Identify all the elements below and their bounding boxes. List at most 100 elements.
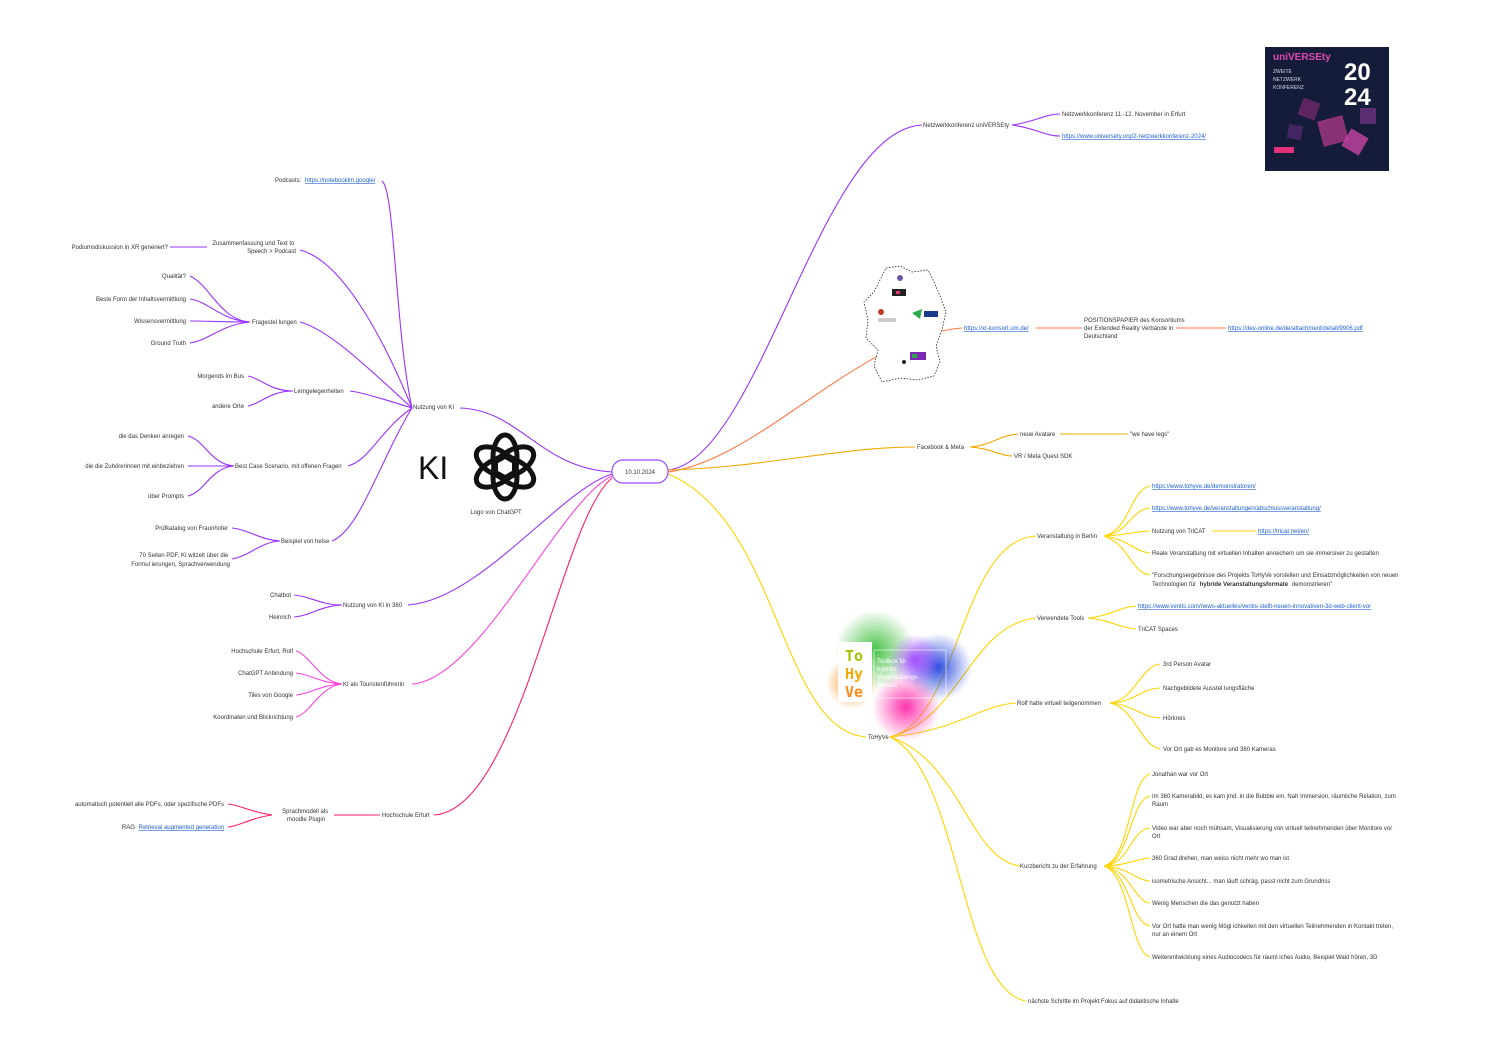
- center-node[interactable]: 10.10.2024: [611, 459, 669, 484]
- node-hochschule[interactable]: Hochschule Erfurt: [382, 813, 430, 819]
- rag-link[interactable]: Retrieval augmented generation: [139, 825, 224, 831]
- tourist-item[interactable]: ChatGPT Anbindung: [238, 671, 293, 677]
- germany-map-icon: [863, 265, 947, 383]
- tools-link[interactable]: https://www.ventis.com/news-aktuelles/ve…: [1138, 604, 1371, 610]
- logo-letter: Ve: [845, 683, 863, 701]
- best-case-item[interactable]: die die Zuhörerinnen mit einbeziehen: [85, 464, 184, 470]
- node-rolf[interactable]: Rolf hatte virtuell teilgenommen: [1017, 701, 1101, 707]
- node-tools[interactable]: Verwendete Tools: [1037, 616, 1084, 622]
- kurz-item[interactable]: Jonathan war vor Ort: [1152, 772, 1208, 778]
- tourist-item[interactable]: Hochschule Erfurt, Rolf: [231, 649, 293, 655]
- position-line2: der Extended Reality Verbände in: [1084, 326, 1173, 332]
- kurz-item[interactable]: Weiterentwicklung eines Audiocodecs für …: [1152, 955, 1378, 961]
- facebook-avatare[interactable]: neue Avatare: [1020, 432, 1056, 438]
- node-zusammenfassung[interactable]: Zusammenfassung und Text to Speech > Pod…: [212, 241, 296, 255]
- node-netzwerk[interactable]: Netzwerkkonferenz uniVERSEty: [923, 123, 1009, 129]
- quote-line2-prefix: Technologien für: [1152, 582, 1196, 588]
- kurz-item[interactable]: Vor Ort hatte man wenig Mögl ichkeiten m…: [1152, 924, 1395, 938]
- fragestellungen-item[interactable]: Ground Truth: [151, 341, 186, 347]
- rag-prefix: RAG: [122, 825, 135, 831]
- logo-letter: Hy: [845, 665, 863, 683]
- berlin-link[interactable]: https://www.tohyve.de/veranstaltungen/ab…: [1152, 506, 1321, 512]
- logo-caption: Logo von ChatGPT: [470, 510, 522, 516]
- lerngelegenheiten-item[interactable]: andere Orte: [212, 404, 245, 410]
- node-sprachmodell[interactable]: Sprachmodell als moodle Plugin: [282, 809, 330, 823]
- rolf-item[interactable]: Hörkreis: [1163, 716, 1185, 722]
- lerngelegenheiten-item[interactable]: Morgends im Bus: [197, 374, 244, 380]
- node-positionspapier[interactable]: POSITIONSPAPIER des Konsortiums der Exte…: [1084, 318, 1186, 340]
- connector-lines: [170, 113, 1256, 1002]
- node-beispiel-heise[interactable]: Beispiel von heise: [281, 539, 330, 545]
- tourist-item[interactable]: Tiles von Google: [248, 693, 293, 699]
- logo-text: formate: [877, 683, 898, 689]
- kurz-item2-line2: Raum: [1152, 802, 1168, 808]
- rolf-item[interactable]: Nachgebildete Ausstel lungsfläche: [1163, 686, 1255, 692]
- node-kurzbericht[interactable]: Kurzbericht zu der Erfahrung: [1020, 864, 1097, 870]
- podcasts-link[interactable]: https://notebooklm.google/: [305, 178, 376, 184]
- position-line3: Deutschland: [1084, 334, 1117, 340]
- ki-title: KI: [418, 450, 448, 486]
- kurz-item[interactable]: Video war aber noch mühsam, Visualisieru…: [1152, 826, 1394, 840]
- node-tohyve[interactable]: ToHyVe: [868, 735, 889, 741]
- fragestellungen-item[interactable]: Qualität?: [162, 274, 187, 280]
- tohyve-logo: To Hy Ve Toolbox für hybride Veranstaltu…: [826, 610, 972, 741]
- node-fragestellungen[interactable]: Fragestel lungen: [252, 320, 297, 326]
- berlin-reale[interactable]: Reale Veranstaltung mit virtuellen Inhal…: [1152, 551, 1379, 557]
- node-facebook[interactable]: Facebook & Meta: [917, 445, 965, 451]
- tools-tricat-spaces[interactable]: TriCAT Spaces: [1138, 627, 1178, 633]
- rolf-item[interactable]: 3rd Person Avatar: [1163, 662, 1211, 668]
- netzwerk-link[interactable]: https://www.universety.org/2-netzwerkkon…: [1062, 134, 1206, 140]
- zusammenfassung-line1: Zusammenfassung und Text to: [212, 241, 295, 247]
- sprachmodell-line2: moodle Plugin: [287, 817, 325, 823]
- kurz-item[interactable]: Wenig Menschen die das genutzt haben: [1152, 901, 1259, 907]
- tricat-link[interactable]: https://tricat.net/en/: [1258, 529, 1309, 535]
- node-lerngelegenheiten[interactable]: Lerngelegenheiten: [294, 389, 344, 395]
- node-rag[interactable]: RAG Retrieval augmented generation: [122, 825, 224, 831]
- logo-text: Toolbox für: [877, 659, 906, 665]
- rolf-item[interactable]: Vor Ort gab es Monitore und 360 Kameras: [1163, 747, 1276, 753]
- berlin-tricat[interactable]: Nutzung von TriCAT: [1152, 529, 1206, 535]
- berlin-quote[interactable]: "Forschungsergebnisse des Projekts ToHyV…: [1152, 573, 1400, 588]
- beispiel-line2: Formul ierungen, Sprachverwendung: [131, 562, 230, 568]
- poster-sub1: ZWEITE: [1273, 69, 1293, 75]
- beispiel-line1: 70 Seiten PDF, KI witzelt über die: [139, 553, 229, 559]
- node-berlin[interactable]: Veranstaltung in Berlin: [1037, 534, 1097, 540]
- kurz-item[interactable]: 360 Grad drehen, man weiss nicht mehr wo…: [1152, 856, 1289, 862]
- kurz-item[interactable]: Im 360 Kamerabild, es kam jmd. in die Bu…: [1152, 794, 1397, 808]
- facebook-legs[interactable]: "we have legs": [1130, 432, 1169, 438]
- kurz-item[interactable]: isometrische Ansicht... man läuft schräg…: [1152, 879, 1330, 885]
- berlin-link[interactable]: https://www.tohyve.de/demonstratoren/: [1152, 484, 1256, 490]
- kurz-item7-line2: nur an einem Ort: [1152, 932, 1197, 938]
- kurz-item2-line1: Im 360 Kamerabild, es kam jmd. in die Bu…: [1152, 794, 1396, 800]
- node-podcasts[interactable]: Podcasts: https://notebooklm.google/: [275, 178, 376, 184]
- universety-poster: uniVERSEty ZWEITE NETZWERK KONFERENZ 20 …: [1265, 47, 1389, 171]
- poster-year-top: 20: [1344, 59, 1371, 86]
- position-line1: POSITIONSPAPIER des Konsortiums: [1084, 318, 1185, 324]
- node-podiumsdiskussion[interactable]: Podiumsdiskussion in XR generiert?: [72, 245, 169, 251]
- node-tourist[interactable]: KI als Touristenführerin: [343, 682, 404, 688]
- best-case-item[interactable]: die das Denken anregen: [119, 434, 184, 440]
- kurz-item3-line1: Video war aber noch mühsam, Visualisieru…: [1152, 826, 1392, 832]
- node-nutzung-ki[interactable]: Nutzung von KI: [413, 405, 454, 411]
- hochschule-item[interactable]: automatisch potentiell alle PDFs, oder s…: [75, 802, 224, 808]
- xr-link[interactable]: https://xr-konsort.um.de/: [964, 326, 1029, 332]
- node-best-case[interactable]: Best Case Scenario, mit offenen Fragen: [235, 464, 342, 470]
- best-case-item[interactable]: über Prompts: [148, 494, 184, 500]
- fragestellungen-item[interactable]: Wissensvermittlung: [134, 319, 186, 325]
- netzwerk-item[interactable]: Netzwerkkonferenz 11.-12. November in Er…: [1062, 112, 1186, 118]
- quote-line2-bold: hybride Veranstaltungsformate: [1200, 582, 1289, 588]
- poster-sub3: KONFERENZ: [1273, 85, 1304, 91]
- openai-logo-icon: [473, 432, 537, 502]
- fragestellungen-items: Qualität? Beste Form der Inhaltsvermittl…: [96, 274, 187, 347]
- facebook-sdk[interactable]: VR / Meta Quest SDK: [1014, 454, 1072, 460]
- fragestellungen-item[interactable]: Beste Form der Inhaltsvermittlung: [96, 297, 186, 303]
- ki-360-item[interactable]: Chatbot: [270, 593, 291, 599]
- node-ki-360[interactable]: Nutzung von KI in 360: [343, 603, 403, 609]
- beispiel-item-multiline[interactable]: 70 Seiten PDF, KI witzelt über die Formu…: [131, 553, 230, 568]
- kurz-item3-line2: Ort: [1152, 834, 1161, 840]
- node-next-steps[interactable]: nächste Schritte im Projekt Fokus auf di…: [1028, 999, 1179, 1005]
- xr-pdf-link[interactable]: https://dev-online.de/de/attachment/deta…: [1228, 326, 1363, 332]
- tourist-item[interactable]: Koordinaten und Blickrichtung: [213, 715, 293, 721]
- ki-360-item[interactable]: Heinrich: [269, 615, 291, 621]
- beispiel-item[interactable]: Prüfkatalog von Fraunhofer: [155, 526, 228, 532]
